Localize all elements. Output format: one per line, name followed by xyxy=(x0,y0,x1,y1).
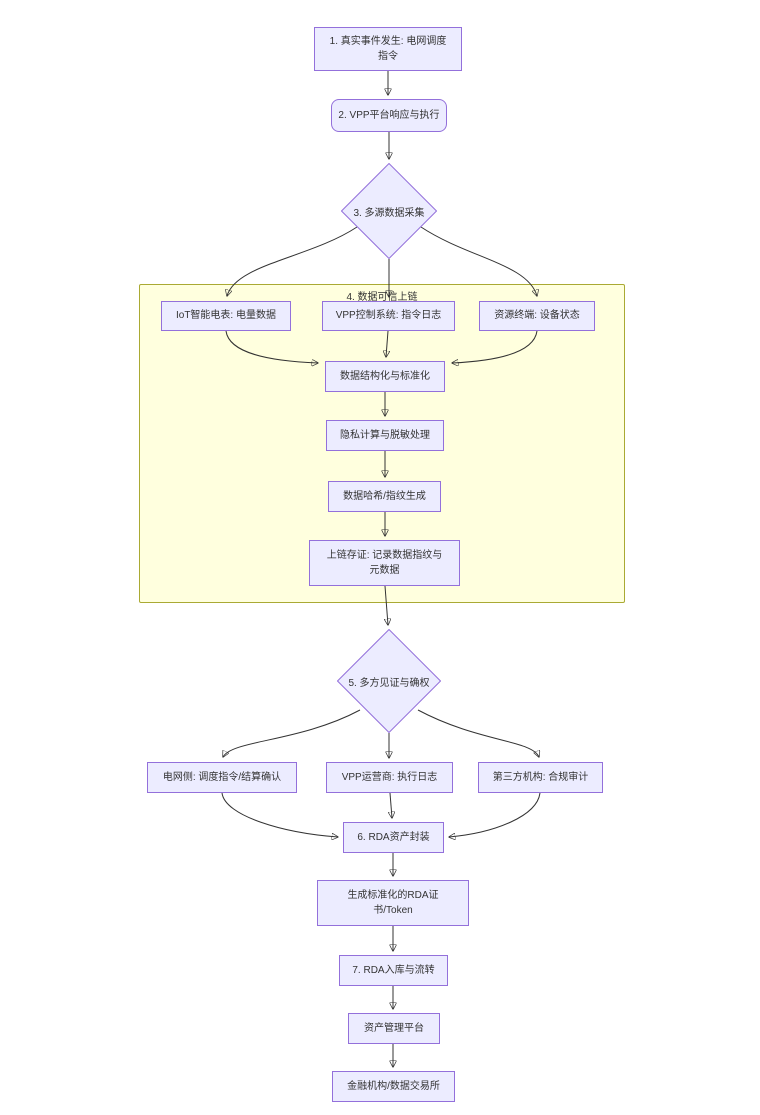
node-asset-management-platform: 资产管理平台 xyxy=(348,1013,440,1044)
node-iot-meter-label: IoT智能电表: 电量数据 xyxy=(175,310,276,322)
edge-vppctrl-structuring xyxy=(386,330,388,357)
node-rda-certificate-label: 生成标准化的RDA证书/Token xyxy=(347,889,439,917)
node-financial-exchange-label: 金融机构/数据交易所 xyxy=(347,1080,440,1092)
edge-d3-terminal xyxy=(420,226,537,296)
node-privacy-computing: 隐私计算与脱敏处理 xyxy=(326,420,444,451)
node-privacy-computing-label: 隐私计算与脱敏处理 xyxy=(340,429,430,441)
node-data-hash: 数据哈希/指纹生成 xyxy=(328,481,441,512)
node-financial-exchange: 金融机构/数据交易所 xyxy=(332,1071,455,1102)
edge-evidence-d5 xyxy=(385,585,388,625)
node-resource-terminal: 资源终端: 设备状态 xyxy=(479,301,595,331)
node-real-event-label: 1. 真实事件发生: 电网调度指令 xyxy=(329,35,447,63)
node-vpp-operator-label: VPP运营商: 执行日志 xyxy=(341,771,438,783)
node-grid-side-label: 电网侧: 调度指令/结算确认 xyxy=(162,771,282,783)
node-grid-side: 电网侧: 调度指令/结算确认 xyxy=(147,762,297,793)
node-asset-management-platform-label: 资产管理平台 xyxy=(364,1022,424,1034)
decision-multi-witness: 5. 多方见证与确权 xyxy=(337,629,441,733)
decision-multi-source-collection: 3. 多源数据采集 xyxy=(341,163,437,259)
node-vpp-control-system: VPP控制系统: 指令日志 xyxy=(322,301,455,331)
node-iot-meter: IoT智能电表: 电量数据 xyxy=(161,301,291,331)
node-third-party: 第三方机构: 合规审计 xyxy=(478,762,603,793)
subgraph-data-onchain-label: 4. 数据可信上链 xyxy=(346,292,418,303)
node-resource-terminal-label: 资源终端: 设备状态 xyxy=(494,310,580,322)
node-vpp-operator: VPP运营商: 执行日志 xyxy=(326,762,453,793)
node-rda-packaging: 6. RDA资产封装 xyxy=(343,822,444,853)
edge-gridside-n6 xyxy=(221,792,338,837)
edge-terminal-structuring xyxy=(452,330,538,363)
node-rda-packaging-label: 6. RDA资产封装 xyxy=(357,831,430,843)
node-data-structuring: 数据结构化与标准化 xyxy=(325,361,445,392)
edge-thirdparty-n6 xyxy=(449,792,541,837)
decision-multi-source-collection-label: 3. 多源数据采集 xyxy=(353,207,425,219)
node-rda-storage-circulation: 7. RDA入库与流转 xyxy=(339,955,448,986)
node-data-hash-label: 数据哈希/指纹生成 xyxy=(343,490,426,502)
node-real-event: 1. 真实事件发生: 电网调度指令 xyxy=(314,27,462,71)
decision-multi-witness-label: 5. 多方见证与确权 xyxy=(348,677,430,689)
edge-d5-gridside xyxy=(223,709,361,757)
edge-d3-iot xyxy=(227,226,358,296)
edge-iot-structuring xyxy=(225,330,318,363)
node-onchain-evidence-label: 上链存证: 记录数据指纹与元数据 xyxy=(326,549,443,577)
node-vpp-platform-response: 2. VPP平台响应与执行 xyxy=(331,99,447,132)
diamond-shape xyxy=(341,163,437,259)
node-data-structuring-label: 数据结构化与标准化 xyxy=(340,370,430,382)
node-rda-storage-circulation-label: 7. RDA入库与流转 xyxy=(352,964,435,976)
node-onchain-evidence: 上链存证: 记录数据指纹与元数据 xyxy=(309,540,460,586)
node-third-party-label: 第三方机构: 合规审计 xyxy=(492,771,589,783)
edge-vppoperator-n6 xyxy=(390,792,392,818)
edge-d5-thirdparty xyxy=(417,709,539,757)
diamond-shape xyxy=(337,629,441,733)
node-vpp-platform-response-label: 2. VPP平台响应与执行 xyxy=(338,109,440,121)
node-rda-certificate: 生成标准化的RDA证书/Token xyxy=(317,880,469,926)
node-vpp-control-system-label: VPP控制系统: 指令日志 xyxy=(335,310,442,322)
